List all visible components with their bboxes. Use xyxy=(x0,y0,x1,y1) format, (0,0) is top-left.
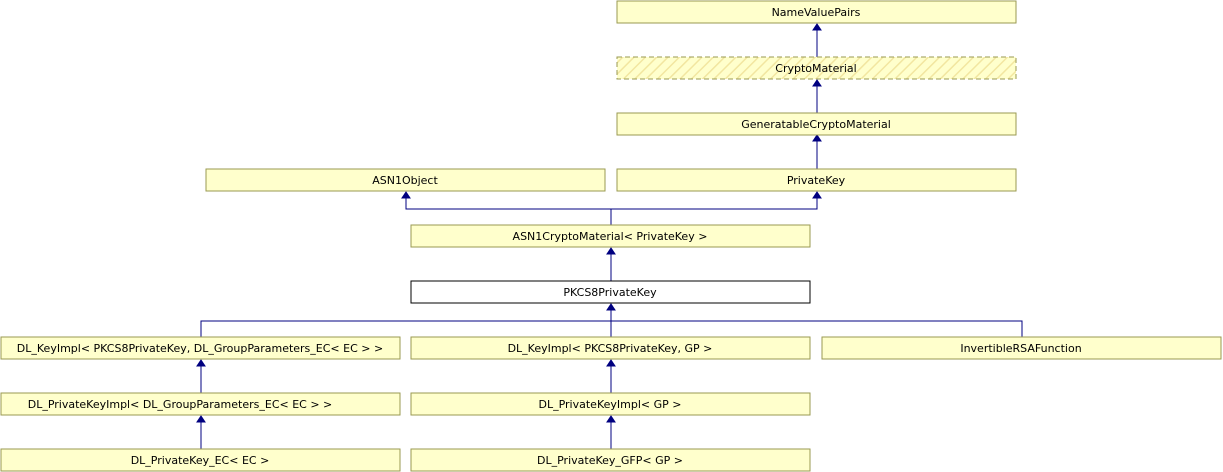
arrow-head xyxy=(606,415,616,423)
node-box xyxy=(821,336,1222,360)
edge-dlkeyimpl-ec-pkcs8 xyxy=(200,309,612,337)
node-label: PKCS8PrivateKey xyxy=(563,286,657,299)
node-box xyxy=(0,392,401,416)
node-box xyxy=(410,448,811,472)
node-namevaluepairs[interactable]: NameValuePairs xyxy=(616,0,1017,24)
node-label: DL_PrivateKeyImpl< GP > xyxy=(539,398,682,411)
node-label: PrivateKey xyxy=(787,174,846,187)
node-privatekey[interactable]: PrivateKey xyxy=(616,168,1017,192)
arrow-head xyxy=(812,23,822,31)
node-cryptomaterial[interactable]: CryptoMaterial xyxy=(616,56,1017,80)
node-label: NameValuePairs xyxy=(772,6,861,19)
node-box xyxy=(410,336,811,360)
node-label: DL_PrivateKey_EC< EC > xyxy=(131,454,270,467)
node-dl-privatekey-ec[interactable]: DL_PrivateKey_EC< EC > xyxy=(0,448,401,472)
node-box xyxy=(410,224,811,248)
node-label: ASN1CryptoMaterial< PrivateKey > xyxy=(513,230,708,243)
arrow-head xyxy=(606,303,616,311)
node-label: CryptoMaterial xyxy=(775,62,856,75)
node-dl-privatekeyimpl-ec[interactable]: DL_PrivateKeyImpl< DL_GroupParameters_EC… xyxy=(0,392,401,416)
node-label: GeneratableCryptoMaterial xyxy=(741,118,891,131)
node-label: InvertibleRSAFunction xyxy=(960,342,1081,355)
node-box xyxy=(205,168,606,192)
arrow-head xyxy=(812,191,822,199)
node-label: DL_KeyImpl< PKCS8PrivateKey, DL_GroupPar… xyxy=(17,342,383,355)
arrow-head xyxy=(606,247,616,255)
node-dl-keyimpl-ec[interactable]: DL_KeyImpl< PKCS8PrivateKey, DL_GroupPar… xyxy=(0,336,401,360)
node-box xyxy=(0,336,401,360)
arrow-head xyxy=(606,359,616,367)
arrow-head xyxy=(196,415,206,423)
node-pkcs8privatekey[interactable]: PKCS8PrivateKey xyxy=(410,280,811,304)
arrow-head xyxy=(812,134,822,142)
node-asn1cryptomaterial[interactable]: ASN1CryptoMaterial< PrivateKey > xyxy=(410,224,811,248)
edge-asn1cryptomaterial-privatekey xyxy=(611,197,818,210)
arrow-head xyxy=(812,79,822,87)
edge-asn1cryptomaterial-asn1object xyxy=(405,197,612,225)
node-box-focus xyxy=(410,280,811,304)
node-box xyxy=(410,392,811,416)
node-dl-privatekeyimpl-gp[interactable]: DL_PrivateKeyImpl< GP > xyxy=(410,392,811,416)
node-box xyxy=(616,168,1017,192)
arrow-head xyxy=(196,359,206,367)
node-box xyxy=(616,112,1017,136)
node-label: DL_KeyImpl< PKCS8PrivateKey, GP > xyxy=(508,342,713,355)
arrow-head xyxy=(401,191,411,199)
node-asn1object[interactable]: ASN1Object xyxy=(205,168,606,192)
node-box-hatched xyxy=(616,56,1017,80)
edges xyxy=(196,23,1023,449)
node-generatablecryptomaterial[interactable]: GeneratableCryptoMaterial xyxy=(616,112,1017,136)
node-box xyxy=(0,448,401,472)
node-label: DL_PrivateKey_GFP< GP > xyxy=(537,454,683,467)
node-dl-privatekey-gfp[interactable]: DL_PrivateKey_GFP< GP > xyxy=(410,448,811,472)
node-label: ASN1Object xyxy=(372,174,438,187)
node-label: DL_PrivateKeyImpl< DL_GroupParameters_EC… xyxy=(28,398,333,411)
node-invertiblersafunction[interactable]: InvertibleRSAFunction xyxy=(821,336,1222,360)
node-dl-keyimpl-gp[interactable]: DL_KeyImpl< PKCS8PrivateKey, GP > xyxy=(410,336,811,360)
node-box xyxy=(616,0,1017,24)
edge-invertiblersa-pkcs8 xyxy=(611,320,1023,337)
